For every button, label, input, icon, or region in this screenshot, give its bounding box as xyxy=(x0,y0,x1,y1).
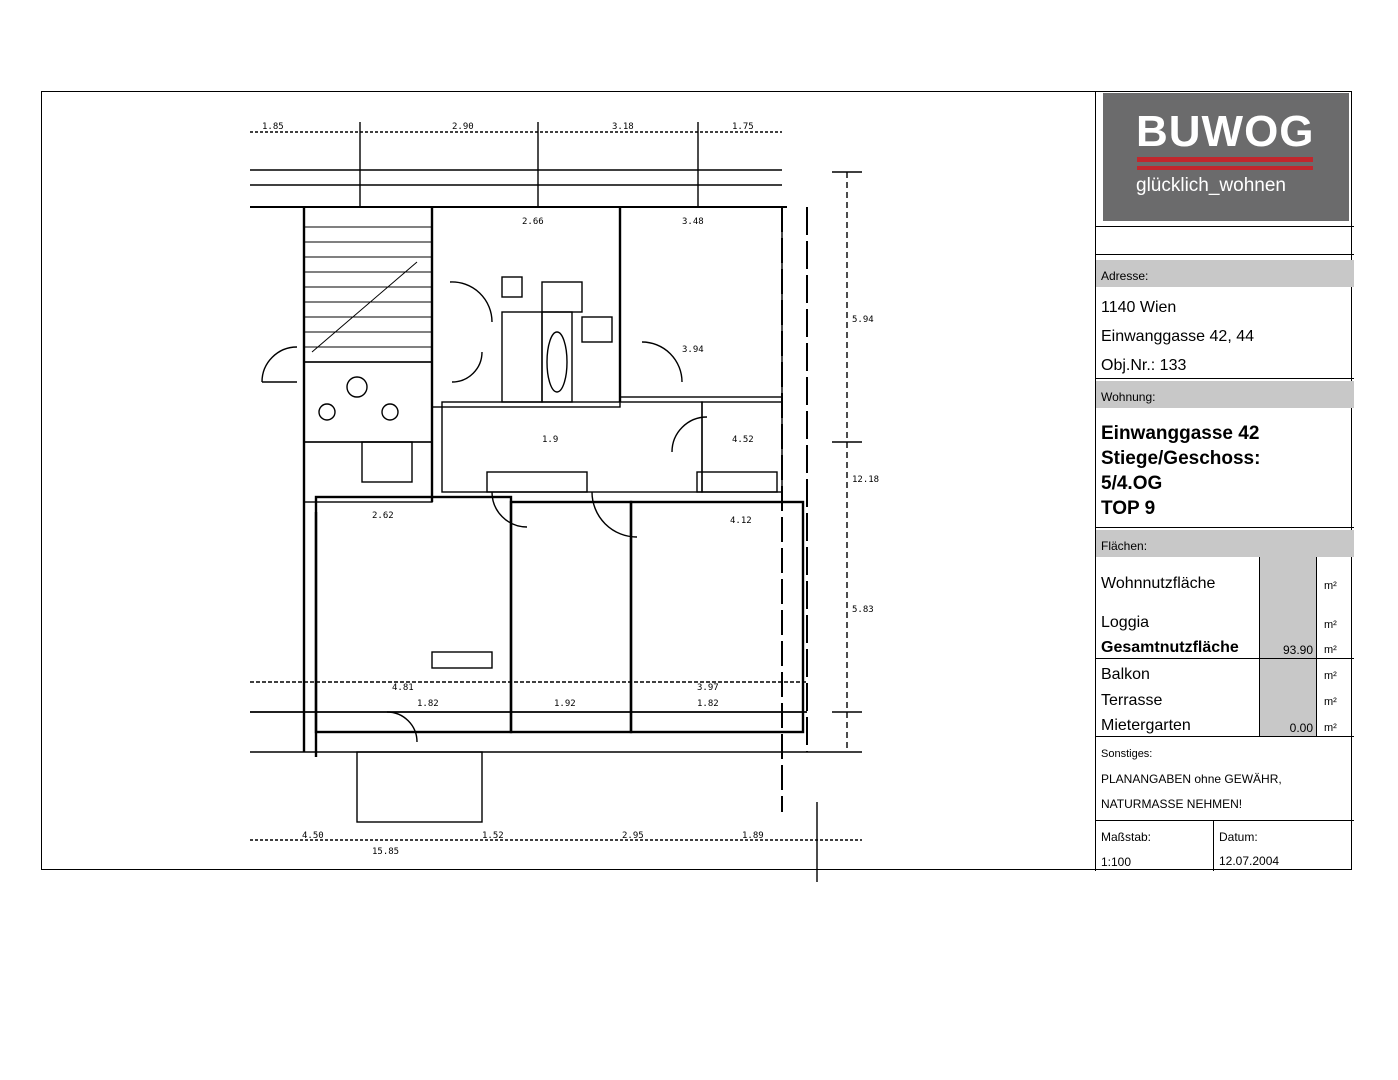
divider xyxy=(1096,658,1354,659)
scale-label: Maßstab: xyxy=(1101,830,1152,844)
room-label-6: 4.52 xyxy=(732,435,754,445)
notes-line-2: NATURMASSE NEHMEN! xyxy=(1101,797,1243,811)
apartment-title: Einwanggasse 42 Stiege/Geschoss: 5/4.OG … xyxy=(1101,421,1260,521)
address-city: 1140 Wien xyxy=(1101,299,1177,316)
apartment-line-1: Einwanggasse 42 xyxy=(1101,423,1260,444)
area-value-garden: 0.00 xyxy=(1289,721,1313,735)
area-label-balcony: Balkon xyxy=(1101,666,1150,683)
area-label-loggia: Loggia xyxy=(1101,614,1150,631)
divider xyxy=(1096,736,1354,737)
area-unit: m² xyxy=(1324,670,1337,682)
address-header: Adresse: xyxy=(1096,260,1354,287)
room-label-11: 1.9 xyxy=(542,435,558,445)
apartment-header-label: Wohnung: xyxy=(1101,390,1156,404)
divider xyxy=(1316,557,1317,737)
dim-right-2: 12.18 xyxy=(852,475,879,485)
address-header-label: Adresse: xyxy=(1101,269,1149,283)
area-unit: m² xyxy=(1324,722,1337,734)
dim-bottom-3: 2.95 xyxy=(622,831,644,841)
dim-top-4: 1.75 xyxy=(732,122,754,132)
date-value: 12.07.2004 xyxy=(1219,854,1280,868)
floor-plan-drawing: 1.85 2.90 3.18 1.75 4.50 1.52 2.95 1.89 … xyxy=(250,122,879,882)
apartment-line-4: TOP 9 xyxy=(1101,498,1156,519)
divider xyxy=(1096,254,1354,255)
room-label-4: 4.81 xyxy=(392,683,414,693)
buwog-logo: BUWOG glücklich_wohnen xyxy=(1103,93,1349,221)
dim-right-1: 5.94 xyxy=(852,315,874,325)
divider xyxy=(1096,527,1354,528)
dim-top-1: 1.85 xyxy=(262,122,284,132)
divider xyxy=(1096,226,1354,227)
area-values-column xyxy=(1260,557,1316,737)
areas-header: Flächen: xyxy=(1096,530,1354,557)
divider xyxy=(1213,820,1214,871)
room-label-3: 3.94 xyxy=(682,345,704,355)
room-label-5: 3.97 xyxy=(697,683,719,693)
apartment-line-2: Stiege/Geschoss: xyxy=(1101,448,1261,469)
logo-bar xyxy=(1137,157,1313,162)
area-value-total: 93.90 xyxy=(1282,643,1313,657)
areas-header-label: Flächen: xyxy=(1101,539,1148,553)
room-label-7: 1.82 xyxy=(417,699,439,709)
dim-bottom-4: 1.89 xyxy=(742,831,764,841)
dim-top-3: 3.18 xyxy=(612,122,634,132)
area-unit: m² xyxy=(1324,644,1337,656)
apartment-line-3: 5/4.OG xyxy=(1101,473,1163,494)
area-unit: m² xyxy=(1324,619,1337,631)
area-label-garden: Mietergarten xyxy=(1101,717,1191,734)
logo-tagline: glücklich_wohnen xyxy=(1136,175,1286,196)
room-label-9: 1.82 xyxy=(697,699,719,709)
scale-value: 1:100 xyxy=(1101,855,1132,869)
room-label-10: 2.62 xyxy=(372,511,394,521)
divider xyxy=(1096,378,1354,379)
dim-right-3: 5.83 xyxy=(852,605,874,615)
room-label-1: 2.66 xyxy=(522,217,544,227)
logo-bar xyxy=(1137,166,1313,170)
area-unit: m² xyxy=(1324,580,1337,592)
dim-bottom-2: 1.52 xyxy=(482,831,504,841)
dim-bottom-1: 4.50 xyxy=(302,831,324,841)
notes-line-1: PLANANGABEN ohne GEWÄHR, xyxy=(1101,772,1282,786)
divider xyxy=(1096,820,1354,821)
plan-sheet: 1.85 2.90 3.18 1.75 4.50 1.52 2.95 1.89 … xyxy=(41,91,1354,882)
address-street: Einwanggasse 42, 44 xyxy=(1101,328,1254,345)
dim-bottom-total: 15.85 xyxy=(372,847,399,857)
notes-header: Sonstiges: xyxy=(1101,748,1153,760)
apartment-header: Wohnung: xyxy=(1096,381,1354,408)
logo-brand: BUWOG xyxy=(1136,107,1315,156)
dim-top-2: 2.90 xyxy=(452,122,474,132)
title-block: BUWOG glücklich_wohnen Adresse: 1140 Wie… xyxy=(1095,92,1354,871)
date-label: Datum: xyxy=(1219,830,1258,844)
divider xyxy=(1259,557,1260,737)
area-label-living: Wohnnutzfläche xyxy=(1101,575,1216,592)
area-unit: m² xyxy=(1324,696,1337,708)
room-label-2: 3.48 xyxy=(682,217,704,227)
room-label-8: 1.92 xyxy=(554,699,576,709)
object-number: Obj.Nr.: 133 xyxy=(1101,357,1187,374)
room-label-12: 4.12 xyxy=(730,516,752,526)
area-label-total: Gesamtnutzfläche xyxy=(1101,639,1239,656)
area-label-terrace: Terrasse xyxy=(1101,692,1163,709)
